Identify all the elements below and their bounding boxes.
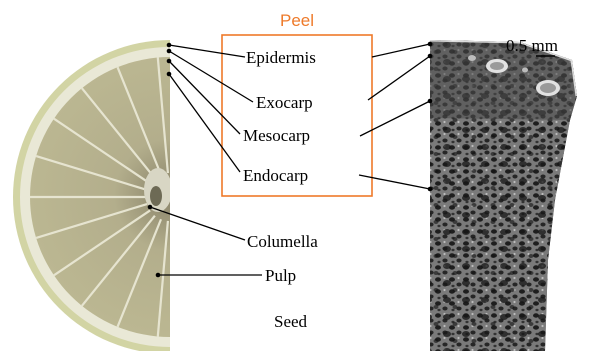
leader-mesocarp-right	[360, 101, 430, 136]
label-pulp: Pulp	[265, 266, 296, 285]
peel-title: Peel	[280, 11, 314, 30]
scale-bar-label: 0.5 mm	[506, 36, 558, 55]
label-endocarp: Endocarp	[243, 166, 308, 185]
label-epidermis: Epidermis	[246, 48, 316, 67]
label-columella: Columella	[247, 232, 318, 251]
label-seed: Seed	[274, 312, 308, 331]
peel-micrograph-image	[430, 40, 580, 351]
peel-layer-labels: Epidermis Exocarp Mesocarp Endocarp	[243, 48, 316, 185]
leader-exocarp-right	[368, 56, 430, 100]
label-exocarp: Exocarp	[256, 93, 313, 112]
leader-endocarp-right	[359, 175, 430, 189]
leader-epidermis-right	[372, 44, 430, 57]
fruit-part-labels: Columella Pulp Seed	[247, 232, 318, 331]
leader-epidermis-left	[169, 45, 245, 57]
leader-exocarp-left	[169, 51, 253, 102]
label-mesocarp: Mesocarp	[243, 126, 310, 145]
